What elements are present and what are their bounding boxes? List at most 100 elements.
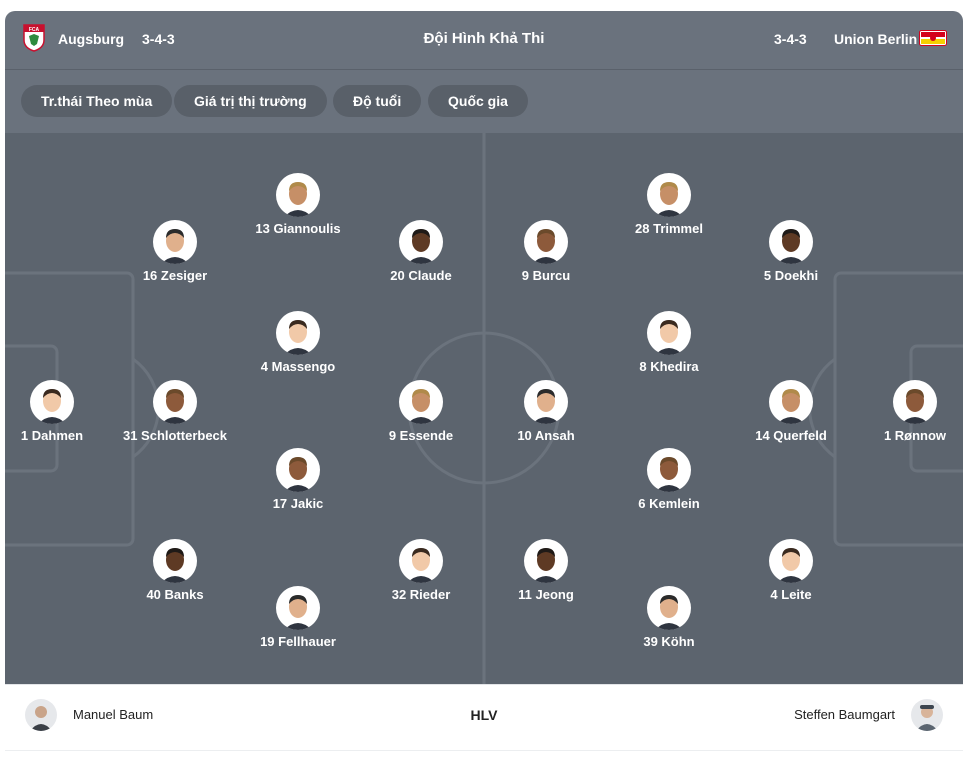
player-face-icon [161,229,189,264]
player-face-icon [38,389,66,424]
player-avatar [769,380,813,424]
player-avatar [647,586,691,630]
player-home-zesiger[interactable]: 16 Zesiger [85,220,265,283]
away-coach-name[interactable]: Steffen Baumgart [794,707,895,722]
player-avatar [153,380,197,424]
player-face-icon [407,548,435,583]
player-home-massengo[interactable]: 4 Massengo [208,311,388,374]
lineup-card: FCA Augsburg 3-4-3 Đội Hình Khả Thi 3-4-… [5,11,963,751]
player-face-icon [655,182,683,217]
player-avatar [524,380,568,424]
svg-text:FCA: FCA [29,27,40,33]
person-icon [30,706,52,731]
player-away-leite[interactable]: 4 Leite [701,539,881,602]
player-avatar [647,311,691,355]
player-home-schlotterbeck[interactable]: 31 Schlotterbeck [85,380,265,443]
player-face-icon [901,389,929,424]
player-name: 6 Kemlein [638,496,700,511]
player-away-khedira[interactable]: 8 Khedira [579,311,759,374]
player-face-icon [284,182,312,217]
player-home-claude[interactable]: 20 Claude [331,220,511,283]
player-avatar [153,539,197,583]
home-formation: 3-4-3 [142,31,175,47]
player-away-kemlein[interactable]: 6 Kemlein [579,448,759,511]
filter-nationality[interactable]: Quốc gia [428,85,528,117]
person-icon [916,705,938,731]
away-team-name[interactable]: Union Berlin [834,31,918,47]
player-name: 4 Leite [770,587,812,602]
player-away-trimmel[interactable]: 28 Trimmel [579,173,759,236]
pitch: 1 Dahmen 31 Schlotterbeck 16 Zesiger 40 … [5,133,963,684]
player-name: 20 Claude [390,268,452,283]
player-name: 1 Rønnow [883,428,947,443]
home-coach-avatar[interactable] [25,699,57,731]
union-berlin-crest-icon [919,30,947,46]
filter-age[interactable]: Độ tuổi [333,85,422,117]
player-name: 32 Rieder [391,587,451,602]
player-away-jeong[interactable]: 11 Jeong [456,539,636,602]
player-away-querfeld[interactable]: 14 Querfeld [701,380,881,443]
player-face-icon [532,229,560,264]
player-name: 28 Trimmel [635,221,703,236]
divider [5,750,963,751]
player-home-rieder[interactable]: 32 Rieder [331,539,511,602]
lineup-header: FCA Augsburg 3-4-3 Đội Hình Khả Thi 3-4-… [5,11,963,70]
coach-label: HLV [470,707,498,723]
player-away-ansah[interactable]: 10 Ansah [456,380,636,443]
player-avatar [276,586,320,630]
player-name: 40 Banks [146,587,204,602]
away-formation: 3-4-3 [774,31,807,47]
player-face-icon [777,389,805,424]
player-home-essende[interactable]: 9 Essende [331,380,511,443]
player-avatar [30,380,74,424]
player-face-icon [777,229,805,264]
player-name: 16 Zesiger [142,268,208,283]
home-coach-name[interactable]: Manuel Baum [73,707,154,722]
player-name: 14 Querfeld [755,428,827,443]
player-name: 11 Jeong [518,587,574,602]
player-name: 31 Schlotterbeck [122,428,228,443]
player-away-doekhi[interactable]: 5 Doekhi [701,220,881,283]
player-avatar [769,539,813,583]
augsburg-crest-icon: FCA [23,24,45,52]
filter-bar: Tr.thái Theo mùa Giá trị thị trường Độ t… [5,70,963,133]
player-away-burcu[interactable]: 9 Burcu [456,220,636,283]
player-name: 39 Köhn [643,634,695,649]
player-home-fellhauer[interactable]: 19 Fellhauer [208,586,388,649]
player-avatar [647,448,691,492]
player-face-icon [161,548,189,583]
filter-market-value[interactable]: Giá trị thị trường [174,85,327,117]
player-home-banks[interactable]: 40 Banks [85,539,265,602]
player-avatar [399,539,443,583]
player-home-jakic[interactable]: 17 Jakic [208,448,388,511]
player-face-icon [407,389,435,424]
player-avatar [524,539,568,583]
player-away-kohn[interactable]: 39 Köhn [579,586,759,649]
player-face-icon [655,320,683,355]
player-name: 19 Fellhauer [260,634,336,649]
player-avatar [153,220,197,264]
player-name: 17 Jakic [272,496,324,511]
player-face-icon [407,229,435,264]
player-face-icon [777,548,805,583]
player-avatar [276,173,320,217]
player-face-icon [532,548,560,583]
player-avatar [524,220,568,264]
away-coach-avatar[interactable] [911,699,943,731]
player-name: 4 Massengo [260,359,336,374]
player-name: 1 Dahmen [20,428,84,443]
player-avatar [647,173,691,217]
player-avatar [399,220,443,264]
player-name: 13 Giannoulis [255,221,341,236]
player-away-ronnow[interactable]: 1 Rønnow [825,380,963,443]
filter-season-form[interactable]: Tr.thái Theo mùa [21,85,173,117]
player-face-icon [161,389,189,424]
player-home-giannoulis[interactable]: 13 Giannoulis [208,173,388,236]
player-home-dahmen[interactable]: 1 Dahmen [5,380,142,443]
player-avatar [276,311,320,355]
player-face-icon [284,595,312,630]
player-face-icon [655,457,683,492]
home-team-name[interactable]: Augsburg [58,31,125,47]
player-avatar [893,380,937,424]
player-face-icon [284,457,312,492]
